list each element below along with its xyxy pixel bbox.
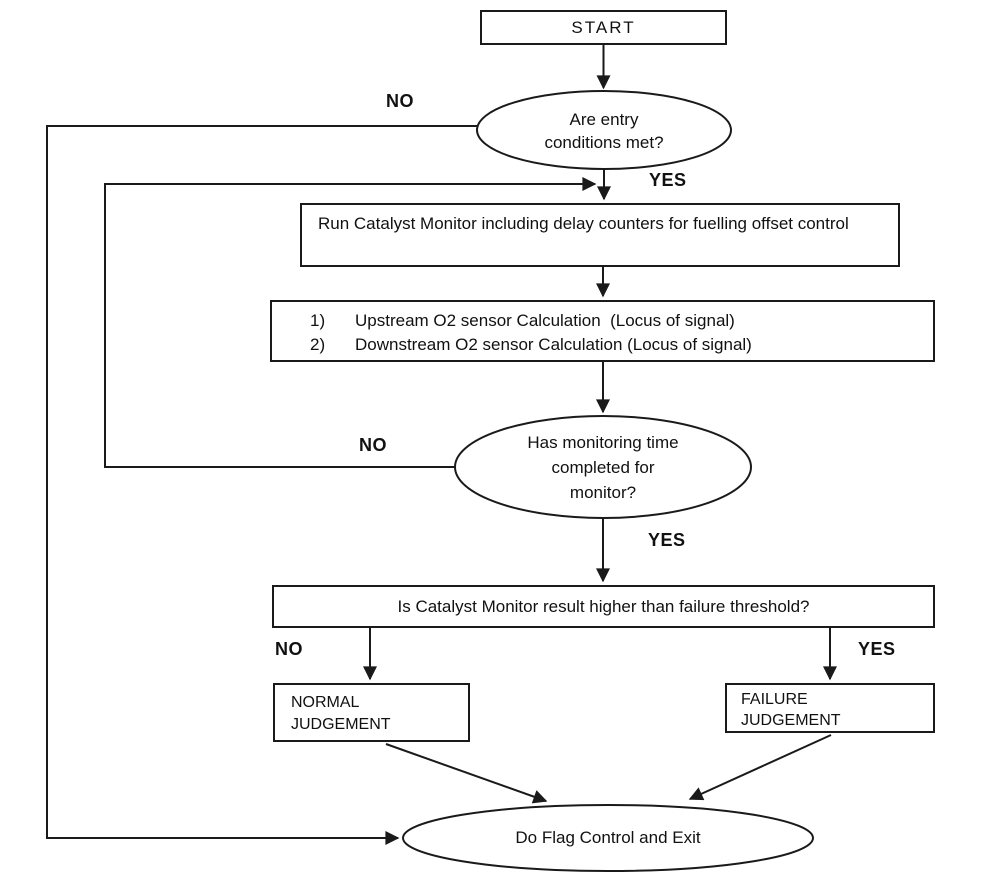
entry-yes-label: YES (649, 170, 687, 190)
time-no-label: NO (359, 435, 387, 455)
start-node: START (480, 10, 727, 45)
calculation-line-2-number: 2) (310, 335, 326, 354)
connector-time-no-loop (104, 177, 597, 468)
connector-failure-to-flag (688, 734, 832, 801)
normal-judgement-node: NORMAL JUDGEMENT (273, 683, 470, 742)
threshold-yes-label: YES (858, 639, 896, 659)
calculation-line-2-text: Downstream O2 sensor Calculation (Locus … (355, 335, 752, 354)
calculation-line-1-number: 1) (310, 311, 326, 330)
flag-control-label: Do Flag Control and Exit (515, 828, 701, 847)
calculation-line-1: 1) Upstream O2 sensor Calculation (Locus… (272, 309, 933, 333)
connector-entry-no-loop (46, 125, 478, 845)
run-monitor-node: Run Catalyst Monitor including delay cou… (300, 203, 900, 267)
time-yes-label: YES (648, 530, 686, 550)
calculation-line-1-text: Upstream O2 sensor Calculation (Locus of… (355, 311, 735, 330)
normal-judgement-line2: JUDGEMENT (291, 716, 391, 733)
threshold-decision-node: Is Catalyst Monitor result higher than f… (272, 585, 935, 628)
normal-judgement-line1: NORMAL (291, 694, 360, 711)
calculation-line-2: 2) Downstream O2 sensor Calculation (Loc… (272, 333, 933, 357)
entry-decision-label: Are entry conditions met? (544, 110, 664, 152)
entry-no-label: NO (386, 91, 414, 111)
failure-judgement-line2: JUDGEMENT (741, 712, 841, 729)
failure-judgement-line1: FAILURE (741, 691, 808, 708)
failure-judgement-node: FAILURE JUDGEMENT (725, 683, 935, 733)
connector-normal-to-flag (385, 743, 548, 804)
time-decision-label: Has monitoring time completed for monito… (527, 432, 679, 502)
threshold-no-label: NO (275, 639, 303, 659)
calculations-node: 1) Upstream O2 sensor Calculation (Locus… (270, 300, 935, 362)
flag-control-ellipse (402, 804, 814, 872)
